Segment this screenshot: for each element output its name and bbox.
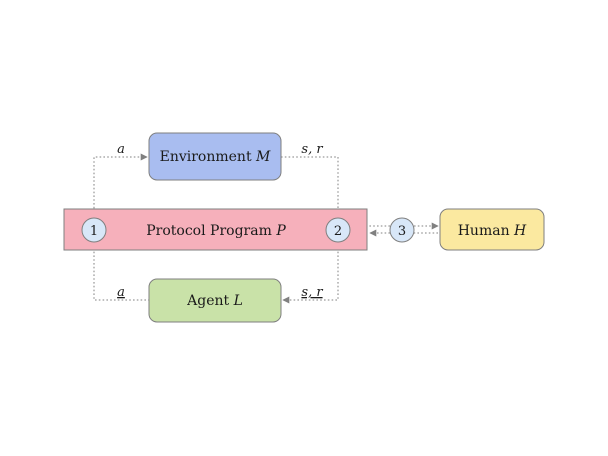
marker-3-circle — [389, 217, 415, 243]
marker-2-label: 2 — [334, 224, 342, 239]
label-s-r-bottom: s, r — [301, 285, 323, 300]
agent-node: Agent L — [148, 278, 282, 323]
protocol-node: Protocol Program P — [63, 208, 368, 251]
human-box — [439, 208, 545, 251]
human-label: Human H — [458, 223, 527, 239]
label-s-r-top: s, r — [301, 142, 323, 157]
protocol-label: Protocol Program P — [146, 223, 286, 239]
marker-3-label: 3 — [398, 224, 406, 239]
protocol-box — [63, 208, 368, 251]
marker-3: 3 — [389, 217, 415, 243]
environment-label: Environment M — [160, 149, 271, 165]
agent-box — [148, 278, 282, 323]
environment-box — [148, 132, 282, 181]
edge-agent-to-protocol — [282, 244, 339, 304]
edge-protocol-to-environment — [93, 153, 148, 216]
marker-2-circle — [325, 217, 351, 243]
label-a-top: a — [117, 142, 125, 157]
environment-node: Environment M — [148, 132, 282, 181]
marker-1: 1 — [81, 217, 107, 243]
human-node: Human H — [439, 208, 545, 251]
edge-protocol-to-agent — [93, 244, 149, 301]
marker-2: 2 — [325, 217, 351, 243]
marker-1-label: 1 — [90, 224, 98, 239]
edge-environment-to-protocol — [281, 156, 339, 216]
agent-label: Agent L — [186, 293, 243, 309]
marker-1-circle — [81, 217, 107, 243]
label-a-bottom: a — [117, 285, 125, 300]
